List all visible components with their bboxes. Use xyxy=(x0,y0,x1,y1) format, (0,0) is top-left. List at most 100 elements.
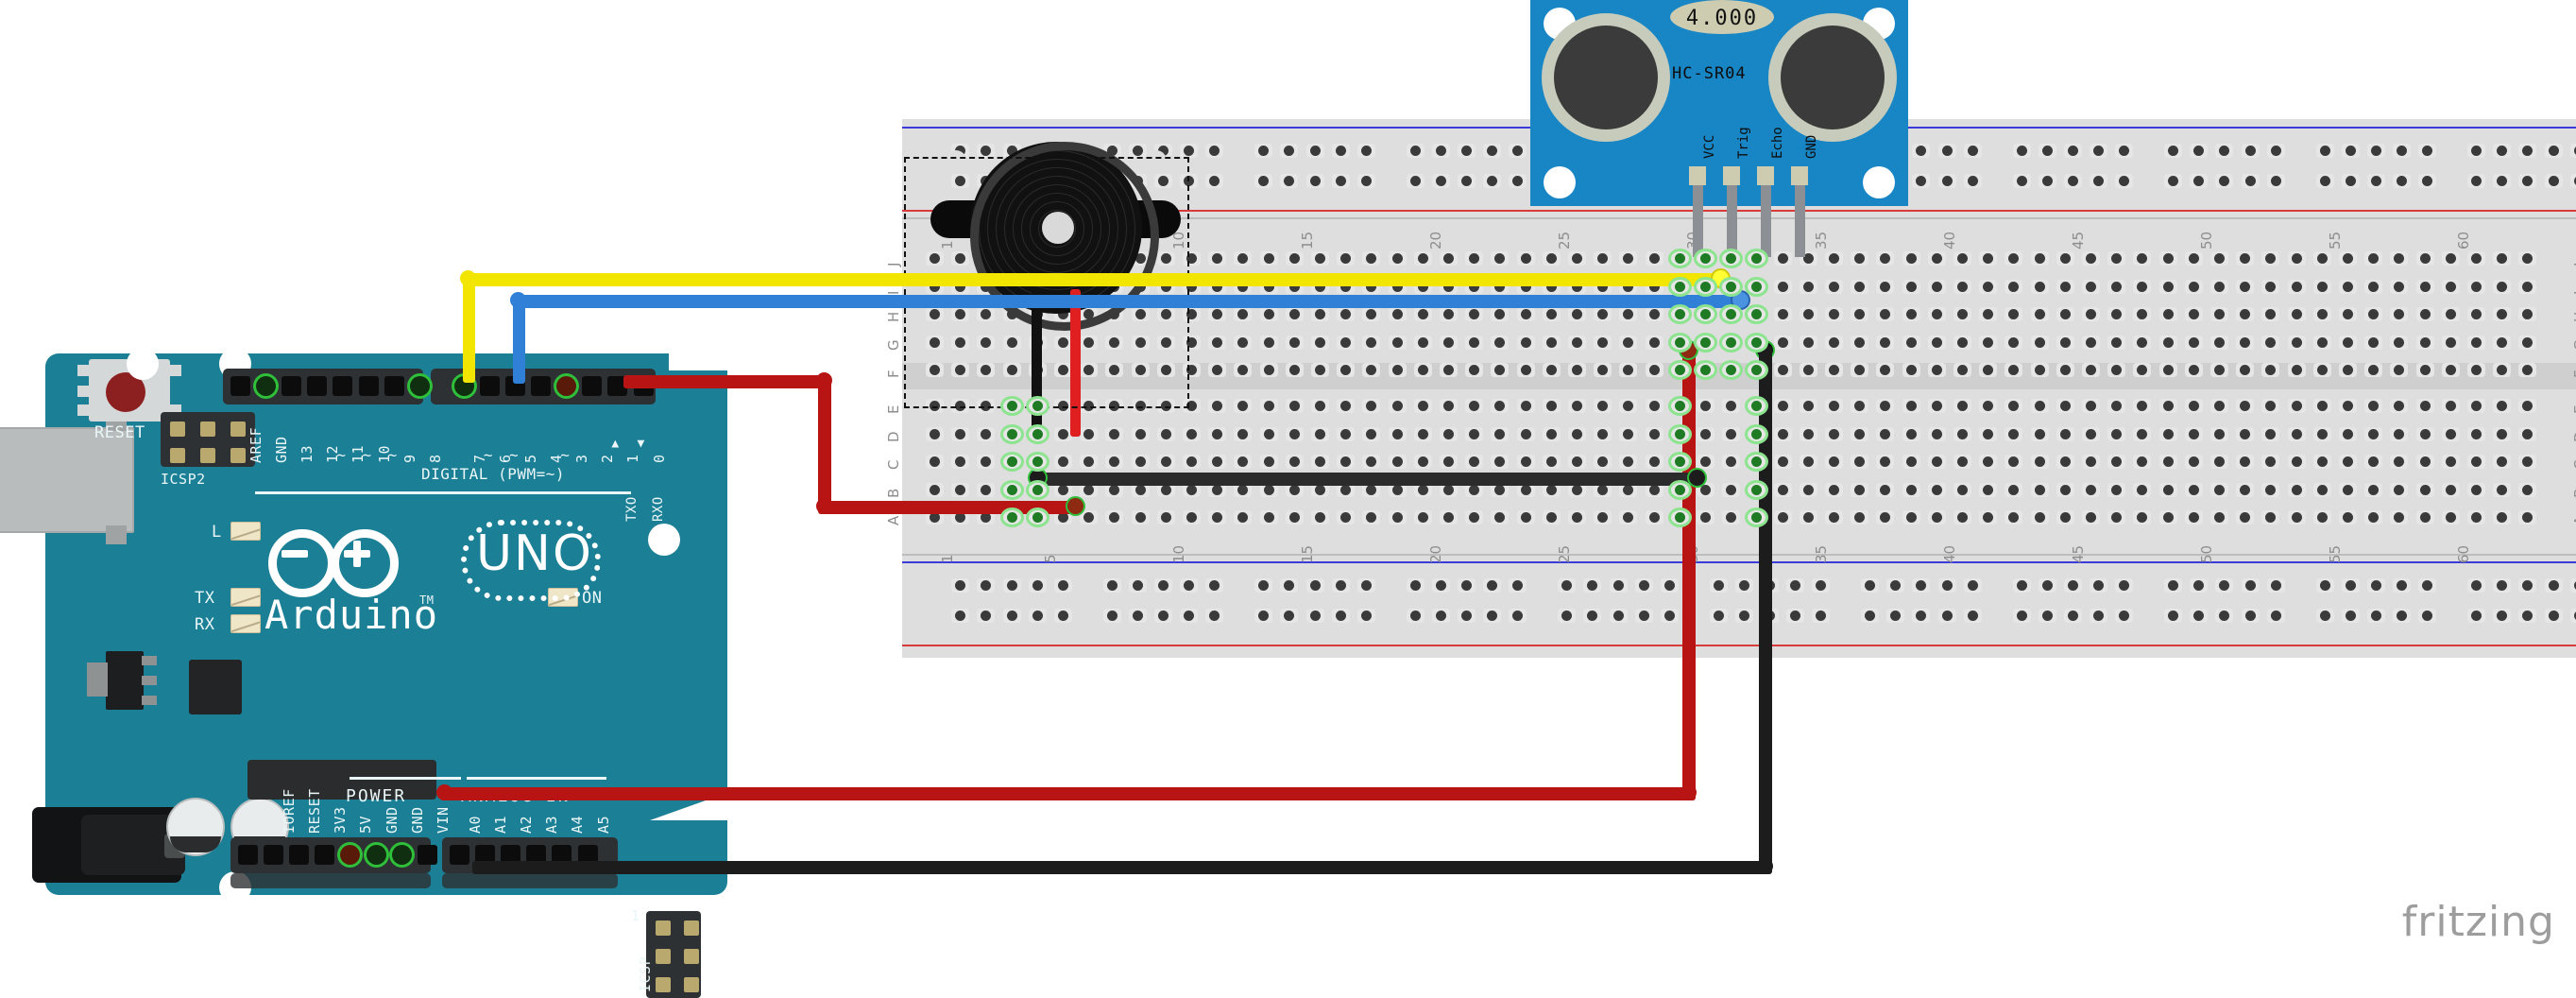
breadboard-hole[interactable] xyxy=(2415,363,2434,377)
rail-hole[interactable] xyxy=(2366,609,2385,623)
breadboard-hole[interactable] xyxy=(1594,307,1612,321)
breadboard-hole[interactable] xyxy=(2005,510,2023,525)
breadboard-hole[interactable] xyxy=(2390,335,2409,350)
breadboard-hole[interactable] xyxy=(1953,307,1971,321)
breadboard-hole[interactable] xyxy=(1208,426,1227,441)
breadboard-hole-connected[interactable] xyxy=(1722,335,1741,350)
breadboard-hole-connected[interactable] xyxy=(1002,426,1021,441)
breadboard-hole[interactable] xyxy=(2287,307,2306,321)
breadboard-hole[interactable] xyxy=(2082,363,2100,377)
power-pin-hole-5v[interactable] xyxy=(340,845,361,865)
rail-hole[interactable] xyxy=(2569,609,2576,623)
breadboard-hole-connected[interactable] xyxy=(1670,279,1689,294)
rail-hole[interactable] xyxy=(2418,174,2437,188)
breadboard-hole[interactable] xyxy=(1362,363,1381,377)
breadboard-hole[interactable] xyxy=(2005,307,2023,321)
rail-hole[interactable] xyxy=(1609,609,1628,623)
rail-hole[interactable] xyxy=(2038,609,2056,623)
rail-hole[interactable] xyxy=(1180,578,1199,593)
breadboard-hole[interactable] xyxy=(1902,510,1920,525)
breadboard-hole[interactable] xyxy=(1568,307,1586,321)
rail-hole[interactable] xyxy=(1912,578,1931,593)
breadboard-hole[interactable] xyxy=(2312,426,2331,441)
icsp2-pad[interactable] xyxy=(230,422,246,437)
breadboard-hole[interactable] xyxy=(1413,455,1432,469)
breadboard-hole[interactable] xyxy=(2518,251,2537,266)
breadboard-hole[interactable] xyxy=(1619,335,1638,350)
breadboard-hole[interactable] xyxy=(2312,335,2331,350)
breadboard-hole[interactable] xyxy=(2518,426,2537,441)
breadboard-hole[interactable] xyxy=(1851,307,1869,321)
breadboard-hole[interactable] xyxy=(1799,335,1817,350)
breadboard-hole[interactable] xyxy=(1388,363,1407,377)
breadboard-hole[interactable] xyxy=(2107,363,2126,377)
rail-hole[interactable] xyxy=(2266,174,2285,188)
breadboard-hole[interactable] xyxy=(1645,307,1663,321)
power-pin-hole-ioref[interactable] xyxy=(264,845,284,865)
breadboard-hole[interactable] xyxy=(2030,510,2049,525)
breadboard-hole[interactable] xyxy=(1876,307,1895,321)
breadboard-hole[interactable] xyxy=(2441,279,2460,294)
rail-hole[interactable] xyxy=(2241,144,2260,158)
breadboard-hole[interactable] xyxy=(1131,426,1150,441)
rail-hole[interactable] xyxy=(2090,609,2108,623)
breadboard-hole[interactable] xyxy=(1825,426,1843,441)
breadboard-hole[interactable] xyxy=(1337,363,1356,377)
rail-hole[interactable] xyxy=(1812,609,1831,623)
breadboard-hole[interactable] xyxy=(1799,307,1817,321)
breadboard-hole[interactable] xyxy=(2441,251,2460,266)
breadboard-hole[interactable] xyxy=(2441,455,2460,469)
breadboard-hole[interactable] xyxy=(1516,510,1535,525)
breadboard-hole[interactable] xyxy=(2210,455,2228,469)
breadboard-hole[interactable] xyxy=(1542,482,1561,497)
breadboard-hole[interactable] xyxy=(1594,335,1612,350)
breadboard-hole[interactable] xyxy=(1697,510,1714,525)
breadboard-hole[interactable] xyxy=(1825,363,1843,377)
breadboard-hole[interactable] xyxy=(1105,510,1124,525)
breadboard-hole[interactable] xyxy=(2493,251,2512,266)
breadboard-hole[interactable] xyxy=(1311,363,1329,377)
breadboard-hole[interactable] xyxy=(2158,279,2177,294)
icsp-pad[interactable] xyxy=(656,977,671,992)
breadboard-hole[interactable] xyxy=(1927,307,1946,321)
rail-hole[interactable] xyxy=(2467,609,2485,623)
breadboard-hole[interactable] xyxy=(2415,426,2434,441)
breadboard-hole-connected[interactable] xyxy=(1002,399,1021,413)
breadboard-hole[interactable] xyxy=(1542,251,1561,266)
rail-hole[interactable] xyxy=(1406,578,1424,593)
rail-hole[interactable] xyxy=(2241,609,2260,623)
breadboard-hole[interactable] xyxy=(2210,335,2228,350)
breadboard-hole[interactable] xyxy=(2287,363,2306,377)
breadboard-hole[interactable] xyxy=(1259,399,1278,413)
breadboard-hole[interactable] xyxy=(2493,510,2512,525)
rail-hole[interactable] xyxy=(2544,174,2563,188)
breadboard-hole-connected[interactable] xyxy=(1670,455,1689,469)
breadboard-hole[interactable] xyxy=(2236,251,2255,266)
breadboard-hole[interactable] xyxy=(1876,426,1895,441)
rail-hole[interactable] xyxy=(977,578,996,593)
breadboard-hole[interactable] xyxy=(1054,482,1072,497)
breadboard-hole[interactable] xyxy=(1722,399,1741,413)
breadboard-hole[interactable] xyxy=(1285,251,1304,266)
icsp2-pad[interactable] xyxy=(200,448,215,463)
breadboard-hole[interactable] xyxy=(2339,307,2357,321)
breadboard-hole-connected[interactable] xyxy=(1670,399,1689,413)
breadboard-hole[interactable] xyxy=(1773,251,1792,266)
rail-hole[interactable] xyxy=(2341,609,2360,623)
breadboard-hole-connected[interactable] xyxy=(1748,279,1766,294)
breadboard-hole[interactable] xyxy=(1542,363,1561,377)
rail-hole[interactable] xyxy=(1305,144,1324,158)
breadboard-hole[interactable] xyxy=(1851,279,1869,294)
breadboard-hole[interactable] xyxy=(2158,482,2177,497)
breadboard-hole[interactable] xyxy=(1388,455,1407,469)
breadboard-hole-connected[interactable] xyxy=(1697,251,1714,266)
breadboard-hole[interactable] xyxy=(1491,307,1510,321)
digital-pin-hole-8[interactable] xyxy=(409,376,430,396)
breadboard-hole[interactable] xyxy=(1362,251,1381,266)
rail-hole[interactable] xyxy=(2241,174,2260,188)
breadboard-hole[interactable] xyxy=(2107,307,2126,321)
breadboard-hole[interactable] xyxy=(1773,279,1792,294)
breadboard-hole-connected[interactable] xyxy=(1670,251,1689,266)
breadboard-hole[interactable] xyxy=(1388,482,1407,497)
rail-hole[interactable] xyxy=(2569,174,2576,188)
